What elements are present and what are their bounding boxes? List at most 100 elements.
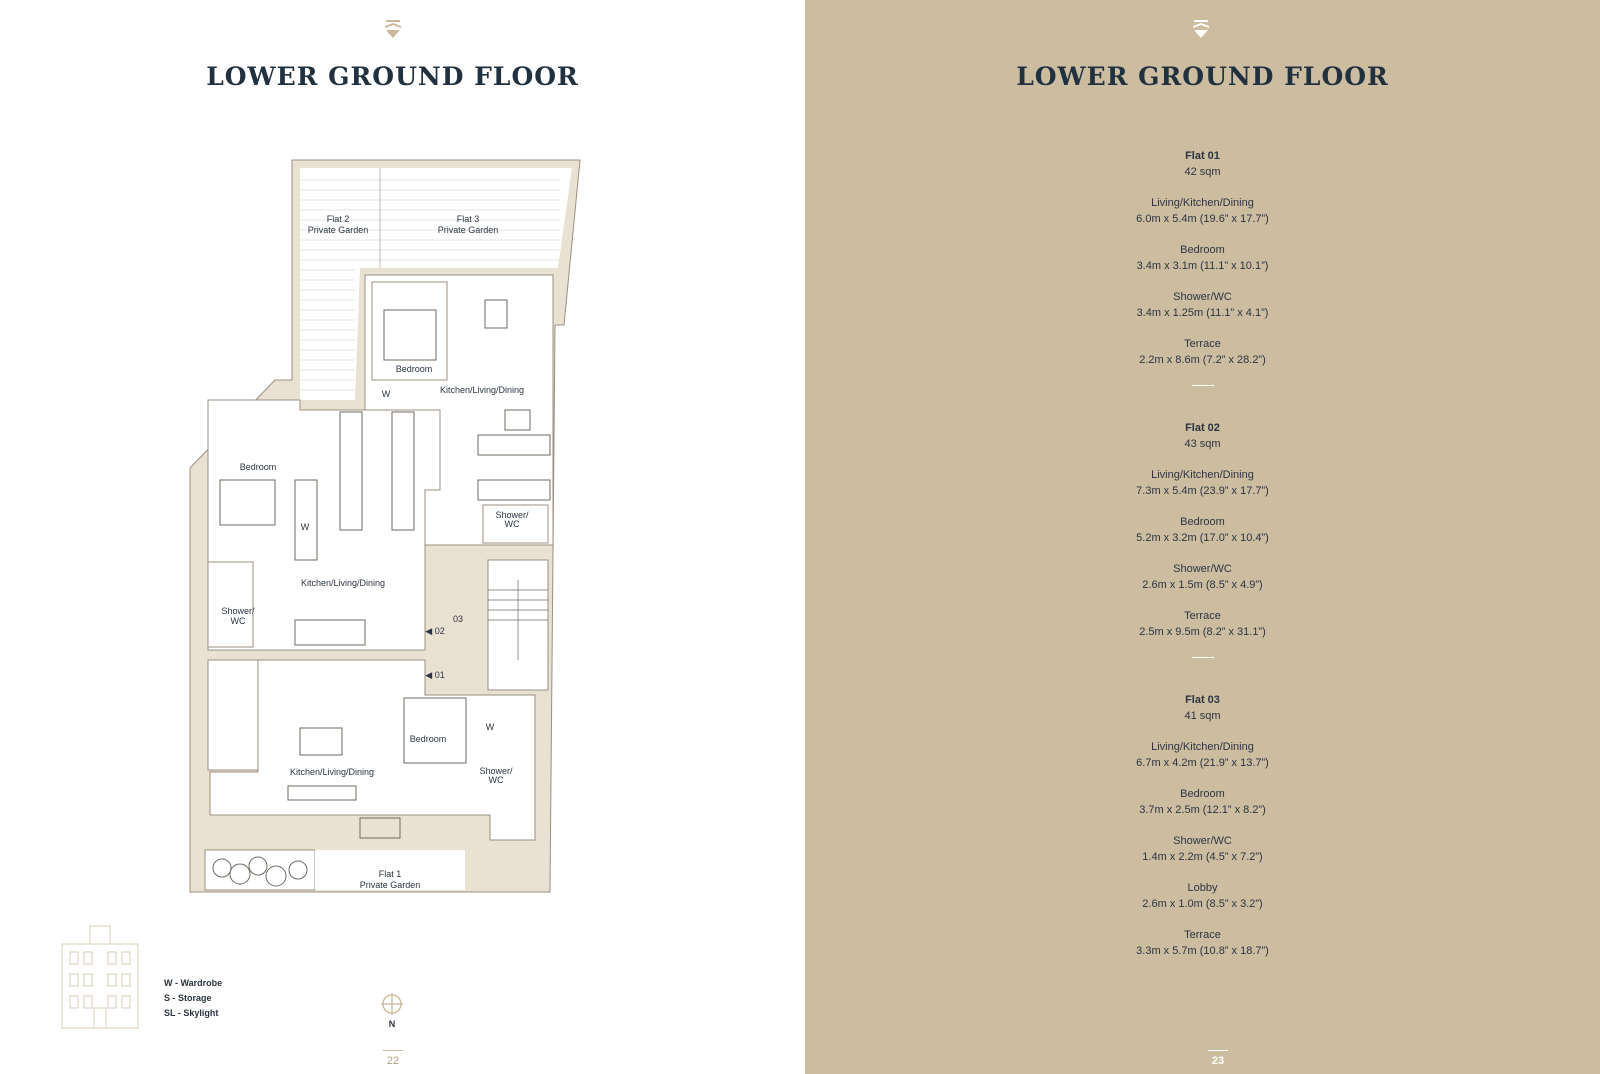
room-spec: Living/Kitchen/Dining 6.0m x 5.4m (19.6” … [805, 195, 1600, 227]
room-spec: Shower/WC 1.4m x 2.2m (4.5” x 7.2”) [805, 833, 1600, 865]
plan-label: Bedroom [396, 364, 433, 374]
lower-flat-area [207, 659, 259, 771]
page-number-left: 22 [386, 1055, 400, 1067]
plan-label: Private Garden [438, 225, 499, 235]
plan-legend: W - Wardrobe S - Storage SL - Skylight [164, 976, 222, 1021]
room-name: Terrace [1184, 610, 1221, 622]
room-name: Terrace [1184, 338, 1221, 350]
room-spec: Terrace 2.5m x 9.5m (8.2” x 31.1”) [805, 608, 1600, 640]
flat-block: Flat 02 43 sqm Living/Kitchen/Dining 7.3m… [805, 420, 1600, 640]
plan-label: Shower/ [221, 606, 255, 616]
room-spec: Living/Kitchen/Dining 7.3m x 5.4m (23.9” … [805, 467, 1600, 499]
page-rule-left [383, 1050, 403, 1051]
plan-label: WC [489, 775, 504, 785]
plan-label: Flat 2 [327, 214, 350, 224]
plan-label: 03 [453, 614, 463, 624]
compass-icon [380, 992, 404, 1016]
middle-flat-area [207, 399, 441, 651]
room-dimensions: 2.2m x 8.6m (7.2” x 28.2”) [1139, 354, 1266, 366]
room-spec: Terrace 2.2m x 8.6m (7.2” x 28.2”) [805, 336, 1600, 368]
compass-label: N [388, 1019, 396, 1029]
legend-item: W - Wardrobe [164, 978, 223, 988]
flat-name: Flat 02 [1185, 422, 1220, 434]
room-spec: Lobby 2.6m x 1.0m (8.5” x 3.2”) [805, 880, 1600, 912]
page-title-right: LOWER GROUND FLOOR [1016, 62, 1389, 91]
room-name: Lobby [1187, 882, 1218, 894]
middle-shower [207, 561, 254, 648]
legend-item: SL - Skylight [164, 1008, 219, 1018]
plan-label: Bedroom [240, 462, 277, 472]
room-name: Living/Kitchen/Dining [1151, 741, 1254, 753]
room-name: Bedroom [1180, 788, 1225, 800]
floor-plan: Flat 2 Private Garden Flat 3 Private Gar… [160, 150, 600, 930]
room-dimensions: 3.4m x 3.1m (11.1” x 10.1”) [1136, 260, 1269, 272]
emblem-icon [384, 18, 402, 40]
section-divider [1191, 657, 1214, 658]
plan-interior [300, 168, 572, 400]
lower-flat-main [209, 659, 536, 841]
room-spec: Terrace 3.3m x 5.7m (10.8” x 18.7”) [805, 927, 1600, 959]
plan-label: WC [505, 519, 520, 529]
flat-name: Flat 01 [1185, 150, 1220, 162]
room-name: Shower/WC [1173, 291, 1232, 303]
room-dimensions: 2.6m x 1.0m (8.5” x 3.2”) [1142, 898, 1263, 910]
flat-block: Flat 01 42 sqm Living/Kitchen/Dining 6.0m… [805, 148, 1600, 368]
plan-label: Private Garden [308, 225, 369, 235]
garden-hatch [300, 168, 560, 391]
room-dimensions: 3.3m x 5.7m (10.8” x 18.7”) [1136, 945, 1269, 957]
room-dimensions: 6.0m x 5.4m (19.6” x 17.7”) [1136, 213, 1269, 225]
room-dimensions: 3.4m x 1.25m (11.1” x 4.1”) [1136, 307, 1269, 319]
room-name: Shower/WC [1173, 835, 1232, 847]
room-dimensions: 2.5m x 9.5m (8.2” x 31.1”) [1139, 626, 1266, 638]
room-dimensions: 5.2m x 3.2m (17.0” x 10.4”) [1136, 532, 1269, 544]
room-name: Living/Kitchen/Dining [1151, 197, 1254, 209]
page-title-left: LOWER GROUND FLOOR [206, 62, 579, 91]
room-dimensions: 1.4m x 2.2m (4.5” x 7.2”) [1142, 851, 1263, 863]
room-name: Shower/WC [1173, 563, 1232, 575]
room-spec: Shower/WC 2.6m x 1.5m (8.5” x 4.9”) [805, 561, 1600, 593]
plan-label: Flat 1 [379, 869, 402, 879]
room-spec: Shower/WC 3.4m x 1.25m (11.1” x 4.1”) [805, 289, 1600, 321]
legend-item: S - Storage [164, 993, 212, 1003]
plan-label: Shower/ [495, 510, 529, 520]
room-dimensions: 6.7m x 4.2m (21.9” x 13.7”) [1136, 757, 1269, 769]
flat-name: Flat 03 [1185, 694, 1220, 706]
plan-label: Flat 3 [457, 214, 480, 224]
right-page: LOWER GROUND FLOOR Flat 01 42 sqm Living… [805, 0, 1600, 1074]
flat-area: 42 sqm [1184, 166, 1221, 178]
plan-label: Private Garden [360, 880, 421, 890]
room-name: Bedroom [1180, 516, 1225, 528]
plan-label: W [486, 722, 495, 732]
plan-label: WC [231, 616, 246, 626]
emblem-icon [1192, 18, 1210, 40]
room-spec: Bedroom 5.2m x 3.2m (17.0” x 10.4”) [805, 514, 1600, 546]
flat-area: 43 sqm [1184, 438, 1221, 450]
room-spec: Living/Kitchen/Dining 6.7m x 4.2m (21.9” … [805, 739, 1600, 771]
building-elevation-icon [60, 922, 140, 1030]
flat-block: Flat 03 41 sqm Living/Kitchen/Dining 6.7m… [805, 692, 1600, 959]
plan-label: Kitchen/Living/Dining [290, 767, 374, 777]
left-page: LOWER GROUND FLOOR [60, 18, 600, 1067]
plan-label: W [382, 389, 391, 399]
room-spec: Bedroom 3.4m x 3.1m (11.1” x 10.1”) [805, 242, 1600, 274]
page-rule-right [1208, 1050, 1228, 1051]
plan-label: Shower/ [479, 766, 513, 776]
room-dimensions: 3.7m x 2.5m (12.1” x 8.2”) [1139, 804, 1266, 816]
room-name: Living/Kitchen/Dining [1151, 469, 1254, 481]
flat-specifications: Flat 01 42 sqm Living/Kitchen/Dining 6.0m… [805, 148, 1600, 959]
room-name: Bedroom [1180, 244, 1225, 256]
plan-label: ◀ 01 [425, 670, 444, 680]
flat1-garden [204, 849, 316, 891]
room-name: Terrace [1184, 929, 1221, 941]
plan-label: Bedroom [410, 734, 447, 744]
section-divider [1191, 385, 1214, 386]
plan-label: Kitchen/Living/Dining [301, 578, 385, 588]
room-dimensions: 7.3m x 5.4m (23.9” x 17.7”) [1136, 485, 1269, 497]
flat-area: 41 sqm [1184, 710, 1221, 722]
plan-label: Kitchen/Living/Dining [440, 385, 524, 395]
plan-label: W [301, 522, 310, 532]
plan-label: ◀ 02 [425, 626, 444, 636]
room-spec: Bedroom 3.7m x 2.5m (12.1” x 8.2”) [805, 786, 1600, 818]
page-number-right: 23 [1211, 1055, 1225, 1067]
room-dimensions: 2.6m x 1.5m (8.5” x 4.9”) [1142, 579, 1263, 591]
